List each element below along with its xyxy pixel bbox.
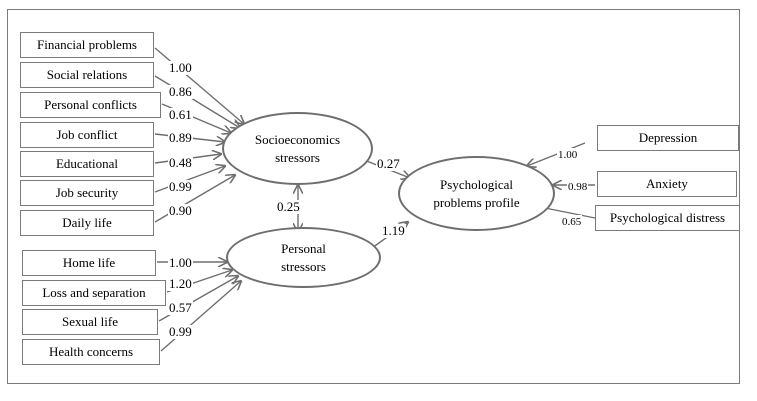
indicator-depression: Depression <box>597 125 739 151</box>
indicator-loss-and-separation: Loss and separation <box>22 280 166 306</box>
coef-health: 0.99 <box>168 324 193 339</box>
indicator-health-concerns: Health concerns <box>22 339 160 365</box>
indicator-job-security: Job security <box>20 180 154 206</box>
coef-anxiety: 0.98 <box>567 180 589 194</box>
latent-psychological-problems-profile: Psychological problems profile <box>398 156 555 231</box>
indicator-financial-problems: Financial problems <box>20 32 154 58</box>
coef-social: 0.86 <box>168 84 193 99</box>
arrow-job-security <box>154 166 225 193</box>
indicator-educational: Educational <box>20 151 154 177</box>
latent-socio-line2: stressors <box>275 149 320 165</box>
coef-financial: 1.00 <box>168 60 193 75</box>
latent-psych-line2: problems profile <box>433 194 520 210</box>
coef-personal-to-psych: 1.19 <box>381 223 406 238</box>
latent-socioeconomics-stressors: Socioeconomics stressors <box>222 112 373 185</box>
arrow-health <box>160 281 241 352</box>
indicator-home-life: Home life <box>22 250 156 276</box>
arrow-social <box>154 75 240 128</box>
latent-personal-line2: stressors <box>281 258 326 274</box>
indicator-job-conflict: Job conflict <box>20 122 154 148</box>
diagram-frame <box>7 9 740 384</box>
indicator-daily-life: Daily life <box>20 210 154 236</box>
coef-loss: 1.20 <box>168 276 193 291</box>
indicator-personal-conflicts: Personal conflicts <box>20 92 161 118</box>
arrow-daily-life <box>154 175 235 223</box>
coef-job-conflict: 0.89 <box>168 130 193 145</box>
coef-daily-life: 0.90 <box>168 203 193 218</box>
coef-covariance: 0.25 <box>276 199 301 214</box>
coef-personal-conflicts: 0.61 <box>168 107 193 122</box>
latent-psych-line1: Psychological <box>440 176 513 192</box>
coef-educational: 0.48 <box>168 155 193 170</box>
coef-depression: 1.00 <box>557 148 579 162</box>
coef-distress: 0.65 <box>561 215 583 229</box>
indicator-sexual-life: Sexual life <box>22 309 158 335</box>
latent-personal-stressors: Personal stressors <box>226 227 381 288</box>
arrow-financial <box>154 47 244 124</box>
coef-sexual: 0.57 <box>168 300 193 315</box>
indicator-anxiety: Anxiety <box>597 171 737 197</box>
latent-personal-line1: Personal <box>281 240 326 256</box>
latent-socio-line1: Socioeconomics <box>254 131 341 147</box>
coef-home-life: 1.00 <box>168 255 193 270</box>
indicator-social-relations: Social relations <box>20 62 154 88</box>
indicator-psychological-distress: Psychological distress <box>595 205 740 231</box>
arrow-depression <box>527 142 586 166</box>
coef-job-security: 0.99 <box>168 179 193 194</box>
coef-socio-to-psych: 0.27 <box>376 156 401 171</box>
